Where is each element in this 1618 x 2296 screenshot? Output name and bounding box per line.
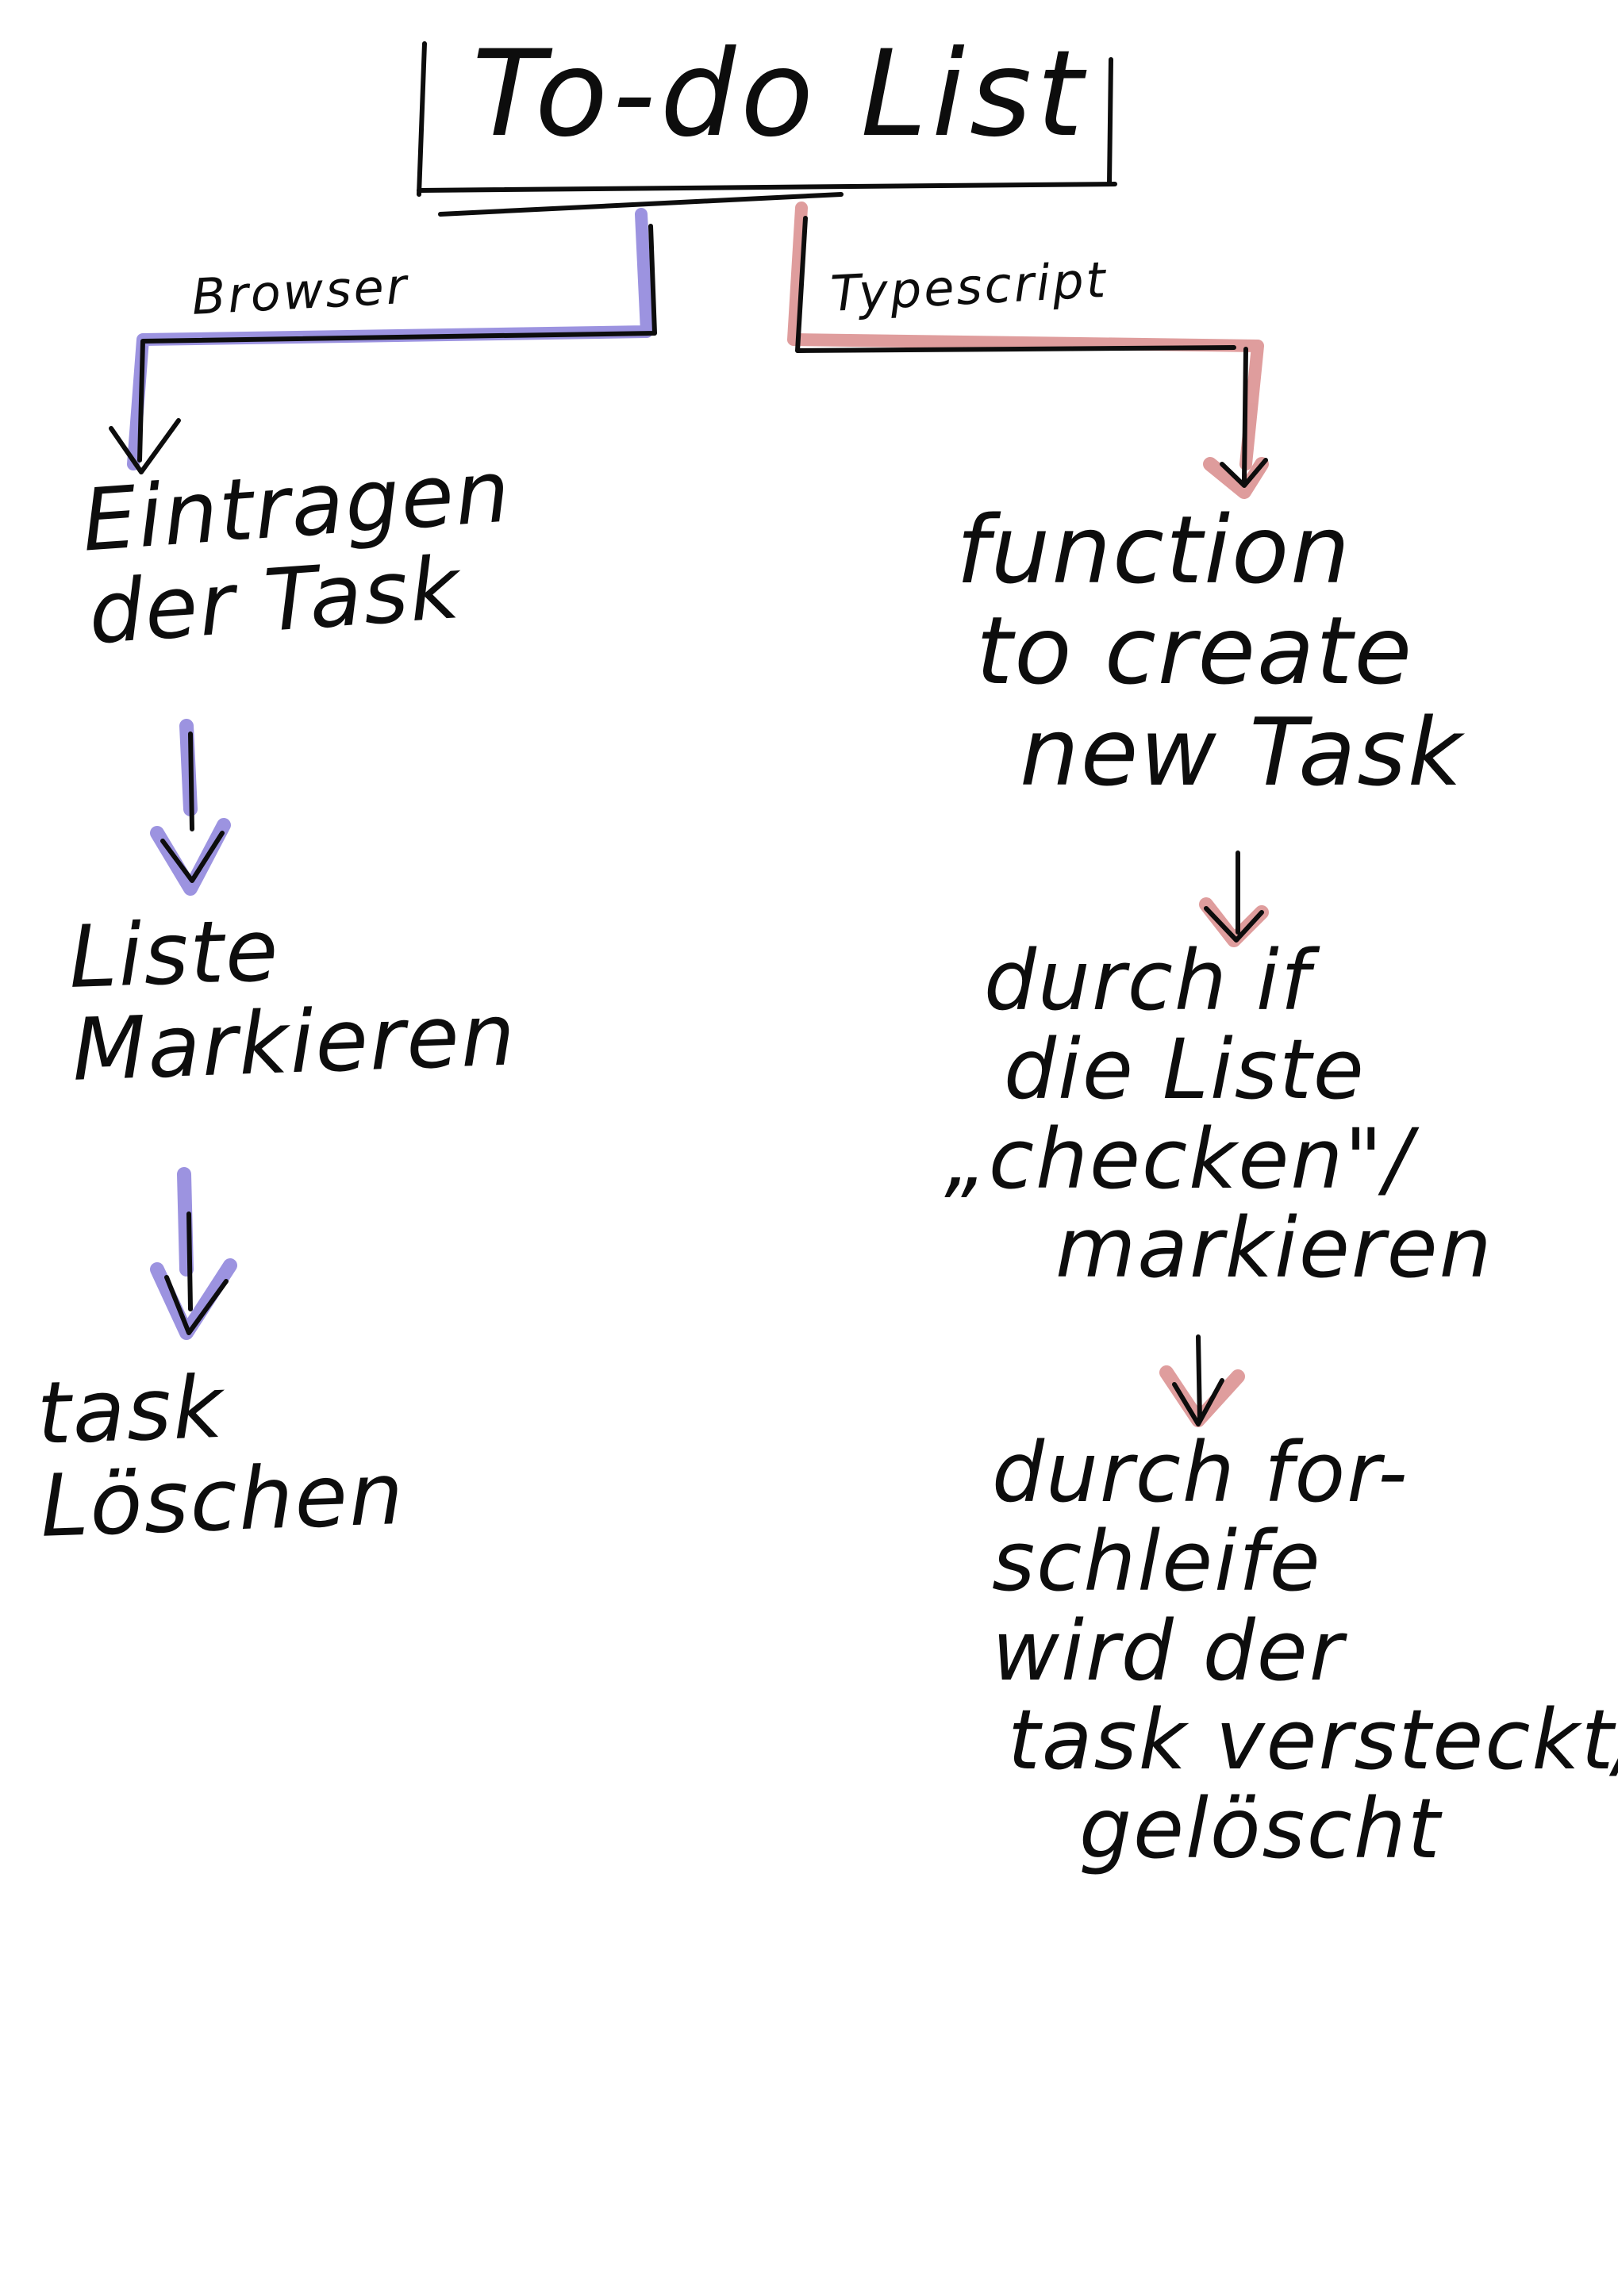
- browser-step-delete-task: task Löschen: [35, 1356, 407, 1557]
- title-box-underline-1: [417, 182, 1117, 193]
- step-line: durch if: [984, 932, 1312, 1029]
- step-line: die Liste: [1004, 1021, 1366, 1119]
- step-line: function: [956, 495, 1352, 605]
- step-line: „checken"/: [944, 1110, 1414, 1208]
- ts-arrow-2: [1172, 1334, 1224, 1426]
- page-title: To-do List: [472, 25, 1088, 163]
- step-line: wird der: [992, 1602, 1345, 1699]
- step-line: to create: [976, 596, 1414, 706]
- browser-arrow-2: [164, 1211, 229, 1335]
- browser-step-mark-list: Liste Markieren: [67, 897, 518, 1100]
- browser-connector: [137, 224, 657, 463]
- step-line: new Task: [1020, 697, 1464, 807]
- browser-arrow-2-highlight: [150, 1167, 237, 1340]
- step-line: task versteckt/: [1008, 1691, 1618, 1788]
- step-line: Markieren: [70, 985, 518, 1100]
- ts-connector: [795, 216, 1236, 353]
- step-line: gelöscht: [1079, 1780, 1442, 1878]
- browser-branch-label: Browser: [190, 256, 410, 326]
- browser-arrowhead-0: [109, 418, 181, 474]
- browser-step-enter-task: Eintragen der Task: [79, 442, 521, 663]
- step-line: Löschen: [38, 1444, 407, 1557]
- step-line: markieren: [1055, 1199, 1493, 1296]
- step-line: task: [35, 1357, 226, 1464]
- ts-connector-highlight: [787, 202, 1264, 470]
- step-line: durch for-: [992, 1424, 1409, 1521]
- step-line: schleife: [992, 1513, 1322, 1611]
- ts-arrowhead-0: [1220, 458, 1268, 488]
- title-box-underline-2: [438, 192, 844, 217]
- ts-step-for-loop: durch for- schleife wird der task verste…: [992, 1428, 1618, 1874]
- title-box-left-bar: [417, 41, 427, 197]
- ts-step-check-if: durch if die Liste „checken"/ markieren: [944, 932, 1493, 1296]
- ts-arrow-1: [1204, 850, 1264, 943]
- ts-step-create-function: function to create new Task: [956, 495, 1464, 807]
- browser-arrow-1: [160, 731, 225, 883]
- ts-connector-drop: [1242, 347, 1248, 482]
- title-box-right-bar: [1107, 57, 1113, 186]
